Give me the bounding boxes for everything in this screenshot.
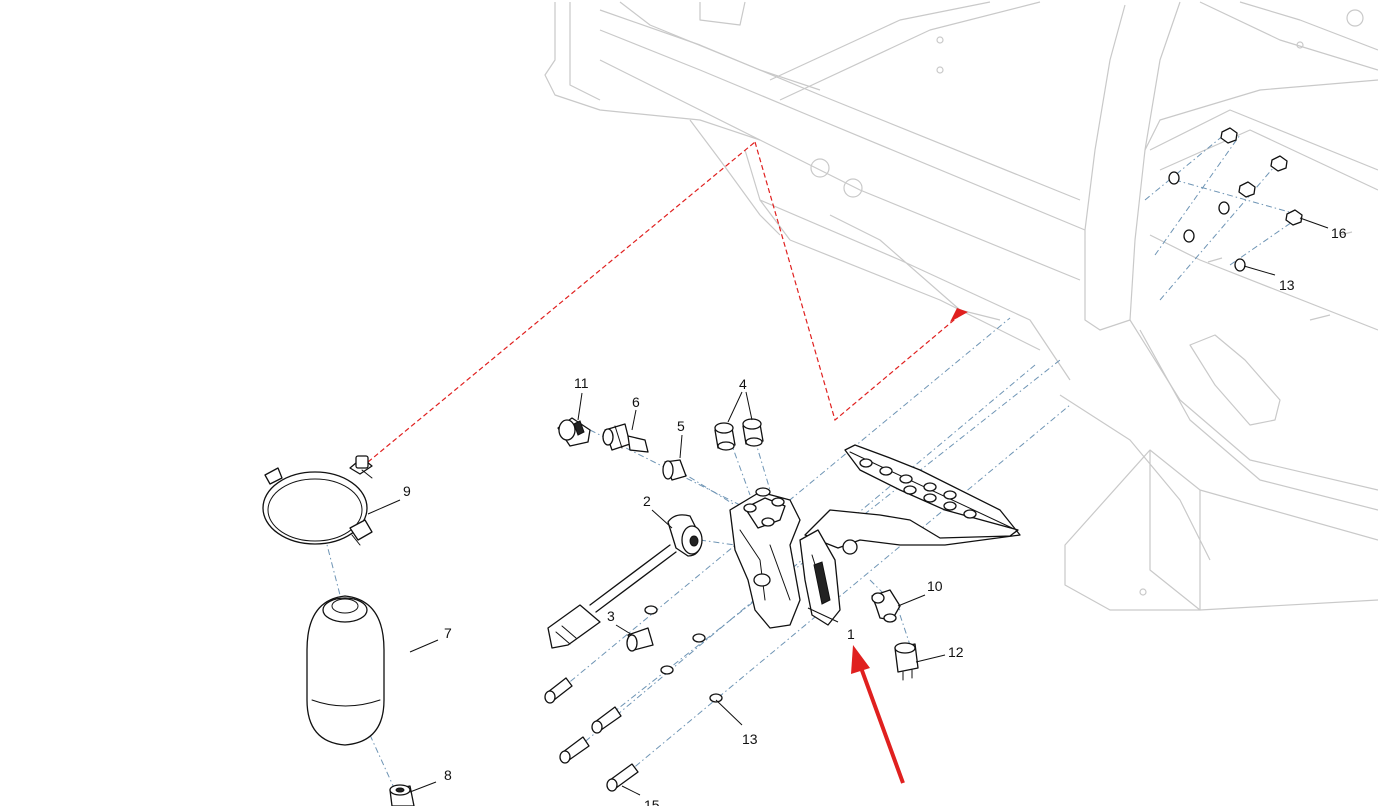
callout-6: 6	[632, 394, 640, 410]
explode-axis-lines	[317, 129, 1301, 791]
part-16-nuts	[1220, 127, 1303, 226]
callout-leaders	[367, 217, 1329, 796]
part-6-banjo-fitting	[602, 423, 649, 453]
callout-15: 15	[644, 797, 660, 806]
callout-3: 3	[607, 608, 615, 624]
callout-5: 5	[677, 418, 685, 434]
part-5-adapter	[662, 459, 687, 481]
projection-line-pedal	[754, 141, 961, 422]
part-11-pressure-switch	[557, 417, 591, 447]
callout-10: 10	[927, 578, 943, 594]
callout-labels: 11 6 5 4 2 3 9 7 8 10 12 1 13 13 16 15	[403, 225, 1347, 806]
part-3-fitting	[626, 605, 723, 703]
callout-16: 16	[1331, 225, 1347, 241]
callout-11: 11	[574, 375, 589, 391]
part-9-clamp	[262, 455, 373, 546]
callout-13-upper: 13	[1279, 277, 1295, 293]
callout-8: 8	[444, 767, 452, 783]
callout-9: 9	[403, 483, 411, 499]
part-10-elbow-fitting	[871, 589, 901, 623]
callout-13-lower: 13	[742, 731, 758, 747]
part-15-bolts	[544, 677, 639, 792]
part-4-fittings	[714, 418, 764, 451]
part-12-brake-light-switch	[894, 642, 919, 681]
machine-frame-ghost	[544, 1, 1378, 611]
callout-2: 2	[643, 493, 651, 509]
projection-arrowhead	[950, 308, 968, 322]
callout-1: 1	[847, 626, 855, 642]
projection-line-accumulator	[367, 141, 756, 463]
callout-12: 12	[948, 644, 964, 660]
mounting-projection-lines	[367, 141, 968, 463]
red-pointer-arrow-icon	[851, 645, 905, 784]
part-7-accumulator	[306, 595, 385, 746]
part-8-fitting	[389, 784, 415, 806]
callout-4: 4	[739, 376, 747, 392]
part-13-washers	[1168, 171, 1246, 272]
part-1-brake-valve	[729, 444, 1021, 629]
part-2-sensor	[547, 514, 703, 649]
callout-7: 7	[444, 625, 452, 641]
